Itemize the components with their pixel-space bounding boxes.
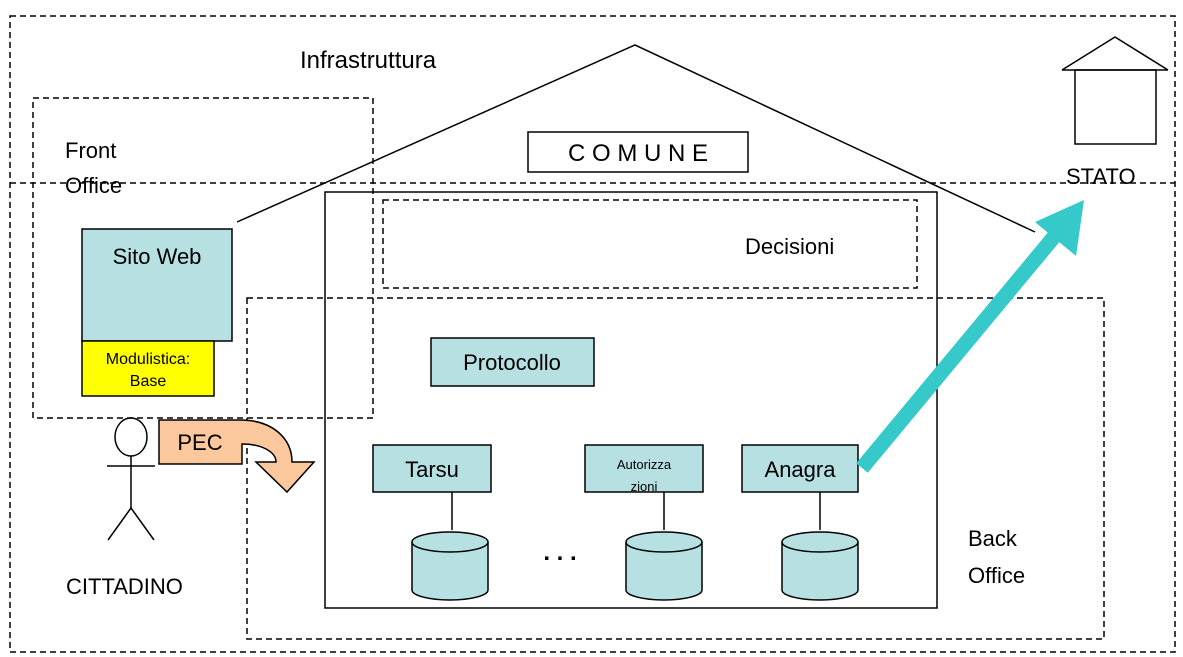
back-office-label-line1: Back xyxy=(968,526,1018,551)
decisions-label: Decisioni xyxy=(745,234,834,259)
more-modules-ellipsis: . . . xyxy=(543,539,576,566)
anagra-database-icon xyxy=(781,531,859,601)
infrastructure-boundary xyxy=(9,15,1176,653)
authorizations-database-icon xyxy=(625,531,703,601)
back-office-label-line2: Office xyxy=(968,563,1025,588)
front-office-region xyxy=(32,97,374,419)
pec-arrow-icon xyxy=(158,419,316,494)
anagra-box xyxy=(741,444,859,493)
website-box xyxy=(81,228,233,342)
protocol-box xyxy=(430,337,595,387)
forms-label-line2: Base xyxy=(130,373,167,390)
forms-label-line1: Modulistica: xyxy=(106,351,190,368)
citizen-figure-icon xyxy=(107,417,155,541)
front-office-label-line1: Front xyxy=(65,138,116,163)
authorizations-label-line1: Autorizza xyxy=(617,457,672,472)
tarsu-box xyxy=(372,444,492,493)
website-label: Sito Web xyxy=(113,244,202,269)
forms-box xyxy=(81,340,215,397)
infrastructure-label: Infrastruttura xyxy=(300,47,437,74)
protocol-label: Protocollo xyxy=(463,350,561,375)
anagra-to-state-arrow xyxy=(856,200,1084,473)
state-building-icon xyxy=(1061,36,1169,145)
pec-label: PEC xyxy=(177,430,222,455)
decisions-region xyxy=(382,199,918,289)
state-label: STATO xyxy=(1066,164,1136,189)
comune-title: C O M U N E xyxy=(568,140,708,167)
tarsu-database-icon xyxy=(411,531,489,601)
anagra-label: Anagra xyxy=(765,457,837,482)
municipality-inner-box xyxy=(324,191,938,609)
authorizations-label-line2: zioni xyxy=(631,479,658,494)
comune-title-box xyxy=(527,131,749,173)
authorizations-box xyxy=(584,444,704,493)
tarsu-label: Tarsu xyxy=(405,457,459,482)
citizen-label: CITTADINO xyxy=(66,574,183,599)
back-office-region xyxy=(246,297,1105,640)
front-office-label-line2: Office xyxy=(65,173,122,198)
municipality-roof xyxy=(236,44,1036,233)
authorizations-label-clip: Autorizza zioni xyxy=(617,457,672,494)
